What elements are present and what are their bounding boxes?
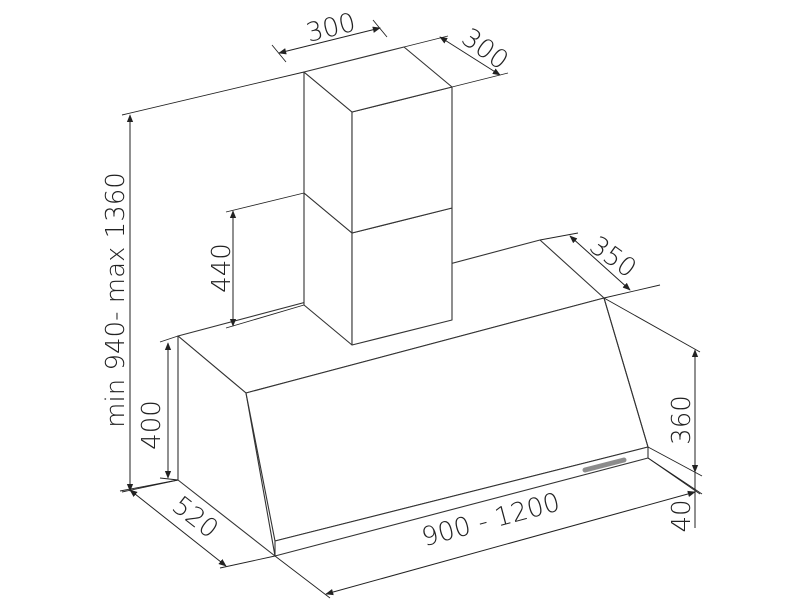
label-hood-front-height: 360 bbox=[667, 395, 697, 445]
dim-hood-back-height: 400 bbox=[137, 335, 179, 481]
dim-hood-front-height: 360 bbox=[603, 297, 703, 477]
chimney-upper-front-face bbox=[351, 86, 453, 234]
label-upper-chimney-height: 440 bbox=[207, 243, 237, 293]
label-hood-back-height: 400 bbox=[137, 400, 167, 450]
hood-right-edge bbox=[603, 297, 649, 448]
dim-chimney-width: 300 bbox=[271, 8, 388, 63]
chimney bbox=[303, 46, 453, 346]
label-chimney-width: 300 bbox=[303, 8, 358, 49]
label-bottom-strip-height: 40 bbox=[667, 499, 697, 532]
label-total-height: min 940- max 1360 bbox=[101, 172, 131, 428]
control-panel-strip bbox=[582, 457, 627, 473]
label-chimney-depth: 300 bbox=[456, 23, 514, 76]
dim-upper-chimney-height: 440 bbox=[207, 192, 305, 329]
dim-bottom-strip-height: 40 bbox=[647, 457, 703, 533]
label-hood-top-depth: 350 bbox=[584, 231, 642, 284]
